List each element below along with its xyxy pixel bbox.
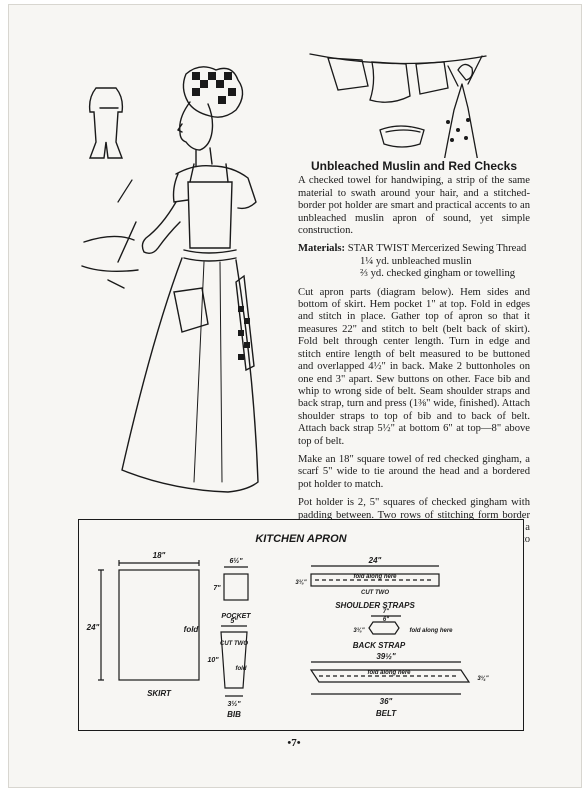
clothesline-illustration [309,53,487,158]
article-text: Unbleached Muslin and Red Checks A check… [298,160,530,565]
skirt-piece [118,569,200,681]
kitchen-apron-diagram: KITCHEN APRON 18" 24" fold SKIRT 6½" 7" … [78,519,524,731]
back-strap-piece [368,621,400,635]
article-title: Unbleached Muslin and Red Checks [310,159,518,173]
belt-top: 39½" [376,652,396,661]
bib-label: BIB [227,710,241,719]
pocket-label: POCKET [221,613,251,620]
material-muslin: 1¼ yd. unbleached muslin [360,255,472,267]
bib-fold: fold [236,666,247,672]
pocket-height: 7" [213,585,221,592]
diagram-title: KITCHEN APRON [255,533,347,545]
pocket-piece [223,573,249,601]
shoulder-strap-width: 3⅛" [295,580,306,586]
belt-bottom: 36" [380,697,393,706]
back-strap-label: BACK STRAP [353,641,406,650]
shoulder-strap-fold: fold along here [353,574,397,580]
skirt-height: 24" [86,623,100,632]
material-thread: STAR TWIST Mercerized Sewing Thread [347,243,527,255]
materials-label: Materials: [298,243,346,255]
shoulder-strap-piece [310,573,440,587]
shoulder-strap-label: SHOULDER STRAPS [335,601,415,610]
bib-height: 10" [207,657,219,664]
bib-piece [220,631,248,689]
bib-top: 5" [230,618,238,625]
pocket-width: 6½" [229,557,243,565]
woman-apron-illustration [81,66,259,493]
towel-paragraph: Make an 18" square towel of red checked … [298,453,530,490]
belt-piece [309,669,471,683]
skirt-label: SKIRT [147,689,172,698]
back-strap-top: 7" [383,609,389,615]
instructions-paragraph: Cut apron parts (diagram below). Hem sid… [298,286,530,447]
shoulder-strap-length: 24" [368,556,382,565]
bib-bottom: 3½" [227,700,241,708]
skirt-width: 18" [153,551,166,560]
belt-label: BELT [376,709,397,718]
material-gingham: ⅔ yd. checked gingham or towelling [360,268,516,280]
intro-paragraph: A checked towel for handwiping, a strip … [298,175,530,237]
back-strap-inner: 6" [383,617,389,623]
belt-width: 3¼" [477,676,488,682]
materials-paragraph: Materials: STAR TWIST Mercerized Sewing … [298,243,530,280]
bib-cut: CUT TWO [220,641,248,647]
belt-fold: fold along here [367,670,411,676]
skirt-fold: fold [184,625,200,634]
shoulder-strap-cut: CUT TWO [361,590,389,596]
page-number: •7• [287,737,301,749]
back-strap-width: 3⅛" [353,628,364,634]
back-strap-fold: fold along here [409,628,453,634]
